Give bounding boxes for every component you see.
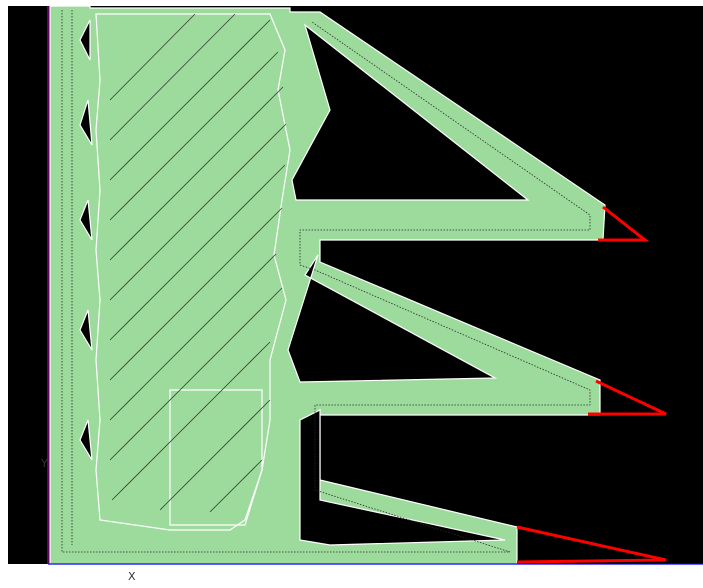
origin-axes (47, 6, 703, 565)
contour-toolpath (61, 10, 591, 553)
y-axis-label: Y (41, 457, 48, 470)
slot-cutout-lower (299, 409, 506, 546)
viewport-left-frame (0, 0, 8, 588)
x-axis-label: X (128, 570, 136, 583)
left-notch-cutouts (79, 19, 93, 461)
viewport-top-frame (0, 0, 703, 6)
pocket-outlines (95, 13, 291, 531)
part-body (49, 5, 606, 565)
slot-cutout-upper (291, 23, 530, 201)
overhang-marker-lower (516, 525, 667, 564)
inner-pocket-outline (169, 389, 263, 526)
hatch-toolpath (109, 13, 287, 513)
slot-cutout-middle (287, 254, 498, 383)
overhang-markers (516, 205, 667, 564)
overhang-marker-middle (588, 379, 667, 416)
overhang-marker-upper (598, 205, 650, 242)
part-outer-outline (49, 5, 606, 565)
